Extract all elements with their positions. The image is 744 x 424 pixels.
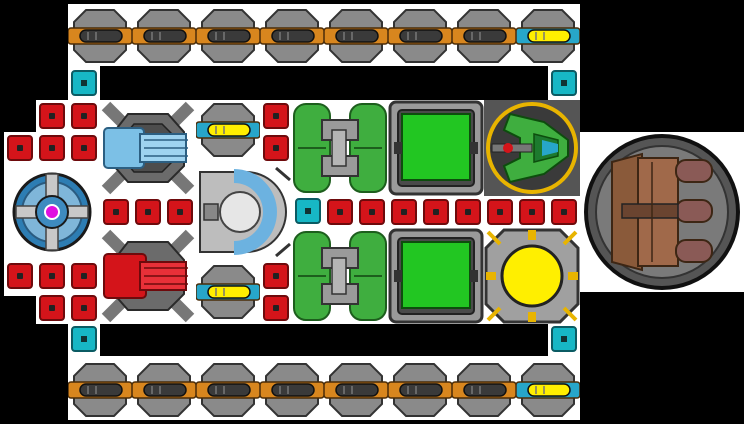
orange-cannon-icon[interactable] [260,6,324,66]
energy-node-red[interactable] [39,103,65,129]
green-fuel-tank-icon[interactable] [292,228,388,324]
energy-node-red[interactable] [71,263,97,289]
energy-node-red[interactable] [263,295,289,321]
energy-node-red[interactable] [135,199,161,225]
red-gatling-turret-icon[interactable] [100,228,196,324]
orange-cannon-icon[interactable] [452,6,516,66]
energy-node-red[interactable] [167,199,193,225]
energy-node-red[interactable] [263,263,289,289]
blue-laser-cannon-icon[interactable] [196,262,260,322]
blue-laser-cannon-icon[interactable] [196,100,260,160]
orange-cannon-icon[interactable] [132,6,196,66]
brown-missile-launcher-icon[interactable] [582,132,742,292]
energy-node-red[interactable] [455,199,481,225]
blue-laser-cannon-icon[interactable] [516,360,580,420]
orange-cannon-icon[interactable] [196,360,260,420]
energy-node-cyan[interactable] [71,326,97,352]
energy-node-cyan[interactable] [551,326,577,352]
energy-node-cyan[interactable] [551,70,577,96]
energy-node-red[interactable] [71,103,97,129]
energy-node-red[interactable] [39,263,65,289]
energy-node-red[interactable] [263,103,289,129]
energy-node-red[interactable] [7,263,33,289]
energy-node-red[interactable] [327,199,353,225]
magenta-core-icon[interactable] [8,166,96,258]
orange-cannon-icon[interactable] [68,360,132,420]
orange-cannon-icon[interactable] [324,360,388,420]
orange-cannon-icon[interactable] [452,360,516,420]
energy-node-red[interactable] [39,295,65,321]
energy-node-red[interactable] [7,135,33,161]
energy-node-cyan[interactable] [71,70,97,96]
yellow-shield-generator-icon[interactable] [484,228,580,324]
energy-node-red[interactable] [487,199,513,225]
blue-gatling-turret-icon[interactable] [100,100,196,196]
green-fighter-bay-icon[interactable] [484,100,580,196]
energy-node-red[interactable] [519,199,545,225]
energy-node-red[interactable] [391,199,417,225]
shield-dome-icon[interactable] [196,164,292,260]
energy-node-red[interactable] [103,199,129,225]
energy-node-red[interactable] [359,199,385,225]
blue-laser-cannon-icon[interactable] [516,6,580,66]
energy-node-red[interactable] [71,135,97,161]
green-reactor-icon[interactable] [388,100,484,196]
energy-node-red[interactable] [263,135,289,161]
orange-cannon-icon[interactable] [132,360,196,420]
energy-node-red[interactable] [39,135,65,161]
green-fuel-tank-icon[interactable] [292,100,388,196]
orange-cannon-icon[interactable] [324,6,388,66]
energy-node-red[interactable] [551,199,577,225]
orange-cannon-icon[interactable] [196,6,260,66]
energy-node-cyan[interactable] [295,198,321,224]
green-reactor-icon[interactable] [388,228,484,324]
energy-node-red[interactable] [71,295,97,321]
orange-cannon-icon[interactable] [260,360,324,420]
energy-node-red[interactable] [423,199,449,225]
orange-cannon-icon[interactable] [68,6,132,66]
orange-cannon-icon[interactable] [388,6,452,66]
orange-cannon-icon[interactable] [388,360,452,420]
